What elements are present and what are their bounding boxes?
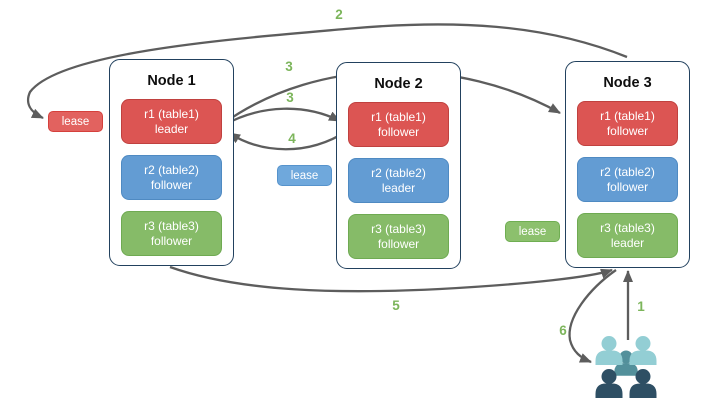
step-label-6: 6 <box>559 323 567 338</box>
replica-role: follower <box>377 236 420 251</box>
replica-role: follower <box>150 233 193 248</box>
replica-role: leader <box>154 121 189 136</box>
replica-name: r3 (table3) <box>144 218 199 233</box>
arrow-step-4 <box>228 130 348 151</box>
node-2-title: Node 2 <box>374 76 423 92</box>
replica-name: r2 (table2) <box>600 164 655 179</box>
replica-role: leader <box>381 180 416 195</box>
node2-replica-r2: r2 (table2) leader <box>348 158 449 203</box>
replica-role: follower <box>606 179 649 194</box>
node2-replica-r3: r3 (table3) follower <box>348 214 449 259</box>
node2-replica-r1: r1 (table1) follower <box>348 102 449 147</box>
replica-role: follower <box>377 124 420 139</box>
node3-replica-r2: r2 (table2) follower <box>577 157 678 202</box>
node1-replica-r3: r3 (table3) follower <box>121 211 222 256</box>
replica-role: follower <box>606 123 649 138</box>
arrow-step-3-to-node2 <box>223 107 341 127</box>
node1-replica-r1: r1 (table1) leader <box>121 99 222 144</box>
node-1: Node 1 r1 (table1) leader r2 (table2) fo… <box>109 59 234 266</box>
node-2: Node 2 r1 (table1) follower r2 (table2) … <box>336 62 461 269</box>
replica-name: r2 (table2) <box>371 165 426 180</box>
arrow-step-2 <box>26 23 628 120</box>
node-3: Node 3 r1 (table1) follower r2 (table2) … <box>565 61 690 268</box>
lease-chip-table2: lease <box>277 165 332 186</box>
replica-role: leader <box>610 235 645 250</box>
step-label-1: 1 <box>637 299 645 314</box>
replica-name: r2 (table2) <box>144 162 199 177</box>
replica-role: follower <box>150 177 193 192</box>
lease-chip-table1: lease <box>48 111 103 132</box>
node-1-title: Node 1 <box>147 73 196 89</box>
replica-name: r1 (table1) <box>371 109 426 124</box>
replica-name: r3 (table3) <box>600 220 655 235</box>
replica-name: r1 (table1) <box>144 106 199 121</box>
node-3-title: Node 3 <box>603 75 652 91</box>
replica-name: r3 (table3) <box>371 221 426 236</box>
arrow-step-6 <box>568 269 617 364</box>
node3-replica-r3: r3 (table3) leader <box>577 213 678 258</box>
node3-replica-r1: r1 (table1) follower <box>577 101 678 146</box>
step-label-3b: 3 <box>286 90 294 105</box>
replica-name: r1 (table1) <box>600 108 655 123</box>
users-group-icon <box>595 336 657 398</box>
step-label-3a: 3 <box>285 59 293 74</box>
lease-chip-table3: lease <box>505 221 560 242</box>
step-label-5: 5 <box>392 298 400 313</box>
step-label-2: 2 <box>335 7 343 22</box>
node1-replica-r2: r2 (table2) follower <box>121 155 222 200</box>
arrow-step-5 <box>169 265 613 293</box>
step-label-4: 4 <box>288 131 296 146</box>
